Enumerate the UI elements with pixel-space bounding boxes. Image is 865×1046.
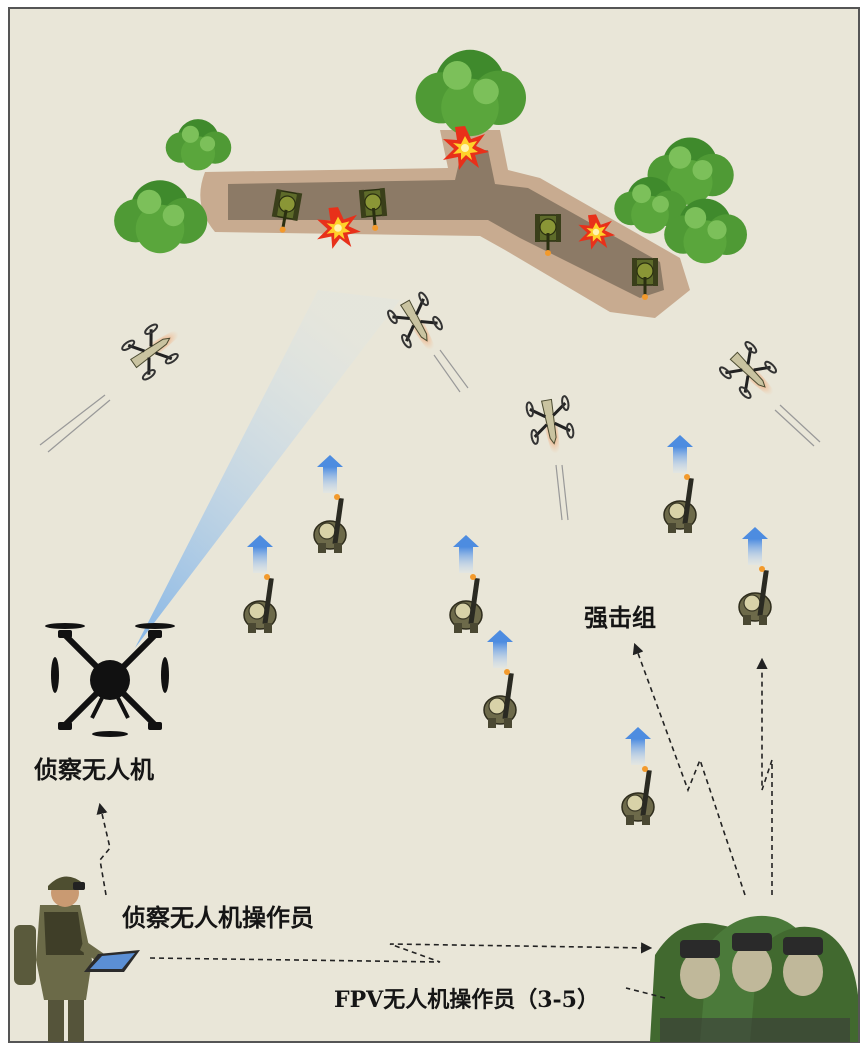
strike-group-label: 强击组 (584, 603, 656, 632)
fpv-operator-group (650, 915, 858, 1042)
fpv-operators-label: FPV无人机操作员（3-5） (334, 987, 599, 1013)
quadcopter-icon (45, 623, 175, 737)
trench (200, 130, 691, 318)
recon-drone-label: 侦察无人机 (34, 755, 154, 784)
vr-goggles-icon (680, 933, 823, 958)
recon-operator-label: 侦察无人机操作员 (122, 903, 314, 932)
fpv-drone-icon (39, 289, 821, 521)
soldier-icon (14, 876, 110, 1042)
camera-beam (135, 290, 400, 648)
diagram-frame (8, 7, 860, 1043)
signal-links (96, 642, 773, 999)
tablet-icon (84, 950, 140, 972)
